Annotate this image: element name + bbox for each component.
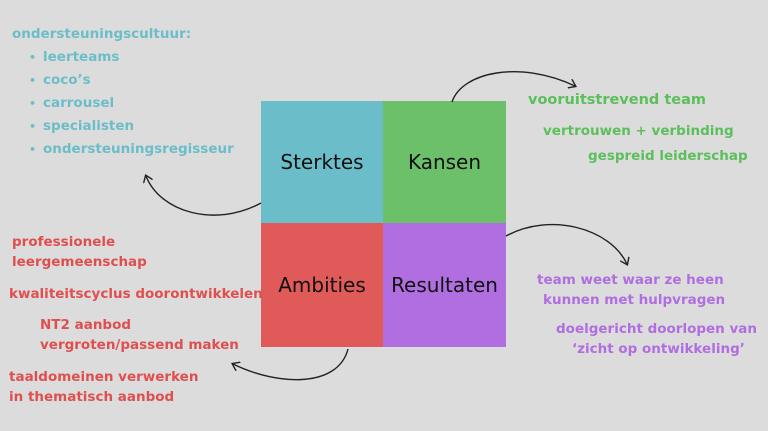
resultaten-item-2: doelgericht doorlopen van ‘zicht op ontw… — [556, 319, 757, 359]
ambities-item-4-line-1: taaldomeinen verwerken — [9, 369, 199, 385]
ambities-item-2: kwaliteitscyclus doorontwikkelen — [9, 286, 263, 302]
resultaten-item-1-line-1: team weet waar ze heen — [537, 272, 724, 288]
ambities-item-1-line-1: professionele — [12, 234, 116, 250]
resultaten-item-2-line-1: doelgericht doorlopen van — [556, 321, 758, 337]
kansen-line-1: vooruitstrevend team — [528, 92, 706, 108]
quadrant-resultaten-label: Resultaten — [391, 273, 498, 297]
quadrant-kansen-label: Kansen — [407, 150, 482, 174]
list-item: carrousel — [29, 92, 234, 115]
kansen-line-3: gespreid leiderschap — [588, 148, 748, 164]
ambities-item-1: professionele leergemeenschap — [12, 232, 147, 272]
arrow-sterktes — [146, 176, 262, 216]
ambities-item-3: NT2 aanbod vergroten/passend maken — [40, 315, 239, 355]
quadrant-kansen: Kansen — [383, 101, 506, 223]
ambities-item-3-line-1: NT2 aanbod — [40, 317, 132, 333]
quadrant-ambities: Ambities — [261, 223, 383, 347]
sterktes-list: leerteams coco’s carrousel specialisten … — [29, 46, 234, 161]
kansen-line-2: vertrouwen + verbinding — [543, 123, 734, 139]
list-item: coco’s — [29, 69, 234, 92]
sterktes-heading: ondersteuningscultuur: — [12, 26, 192, 42]
arrow-resultaten — [505, 223, 627, 264]
resultaten-item-2-line-2: ‘zicht op ontwikkeling’ — [572, 341, 745, 357]
sterktes-notes: ondersteuningscultuur: leerteams coco’s … — [12, 24, 234, 161]
list-item: leerteams — [29, 46, 234, 69]
ambities-item-4: taaldomeinen verwerken in thematisch aan… — [9, 367, 198, 407]
arrow-kansen — [451, 71, 575, 103]
resultaten-item-1: team weet waar ze heen kunnen met hulpvr… — [537, 270, 725, 310]
quadrant-ambities-label: Ambities — [278, 273, 366, 297]
quadrant-resultaten: Resultaten — [383, 223, 506, 347]
resultaten-item-1-line-2: kunnen met hulpvragen — [543, 292, 726, 308]
quadrant-sterktes: Sterktes — [261, 101, 383, 223]
ambities-item-3-line-2: vergroten/passend maken — [40, 337, 239, 353]
list-item: specialisten — [29, 115, 234, 138]
list-item: ondersteuningsregisseur — [29, 138, 234, 161]
arrow-ambities — [233, 348, 349, 381]
quadrant-sterktes-label: Sterktes — [280, 150, 364, 174]
ambities-item-1-line-2: leergemeenschap — [12, 254, 147, 270]
ambities-item-4-line-2: in thematisch aanbod — [9, 389, 175, 405]
